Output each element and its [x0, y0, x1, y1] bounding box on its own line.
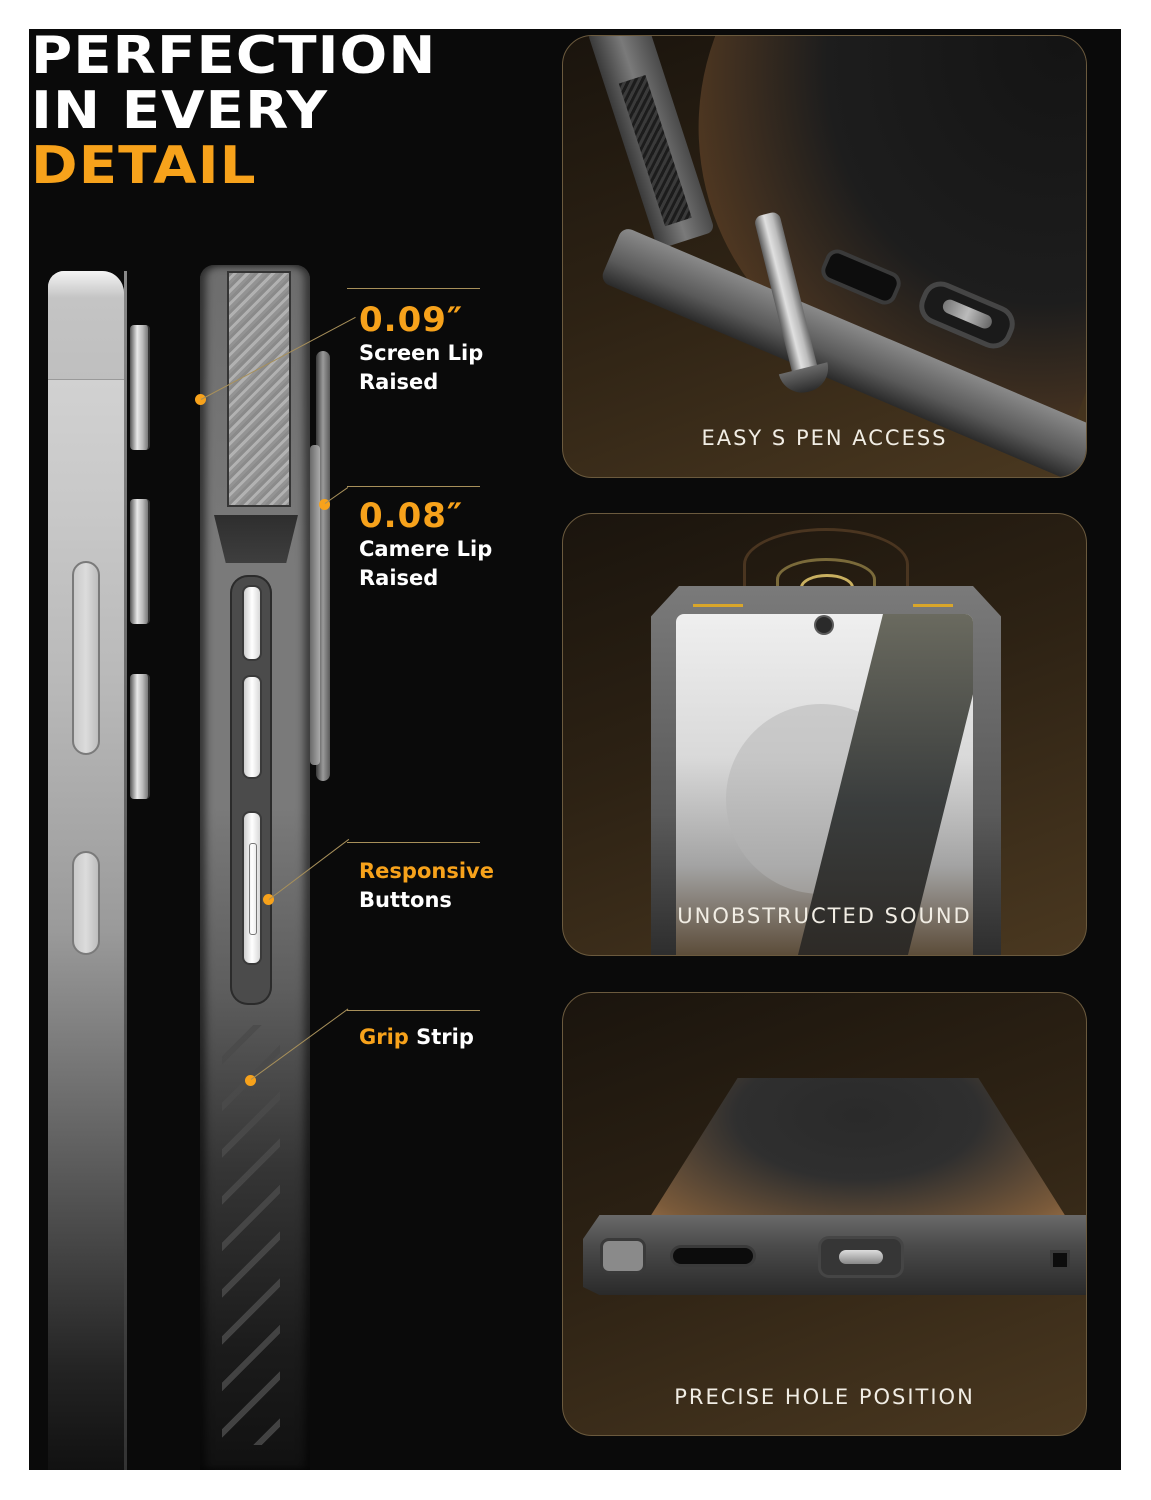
speaker-grille-port [673, 1248, 753, 1264]
sound-wave-outer [743, 528, 909, 601]
carbon-fiber-panel [227, 271, 291, 507]
camera-lip-label-2: Raised [359, 566, 439, 590]
hline-buttons [347, 842, 480, 843]
bare-phone-side-view [48, 271, 127, 1470]
panel-caption-holes: PRECISE HOLE POSITION [674, 1385, 975, 1409]
camera-bump [310, 445, 320, 765]
camera-lip-value: 0.08″ [359, 496, 464, 536]
case-band [214, 515, 298, 563]
grip-strip-texture [222, 1025, 280, 1445]
camera-lens-3 [130, 674, 150, 799]
sound-wave-middle [776, 558, 876, 601]
callout-camera-lip: 0.08″ Camere Lip Raised [359, 497, 492, 593]
cased-phone-side-view [200, 265, 340, 1470]
callout-screen-lip: 0.09″ Screen Lip Raised [359, 301, 483, 397]
camera-lens-2 [130, 499, 150, 624]
phone-display [676, 614, 973, 955]
buttons-highlight: Responsive [359, 859, 494, 883]
case-corner [586, 36, 716, 250]
headline-line-1: PERFECTION [31, 29, 437, 86]
callout-buttons: Responsive Buttons [359, 857, 494, 915]
hline-screen-lip [347, 288, 480, 289]
callout-dot-screen-lip [195, 394, 206, 405]
volume-up-key [244, 587, 260, 659]
callout-grip: Grip Strip [359, 1023, 474, 1052]
hline-grip [347, 1010, 480, 1011]
phone-edge [124, 271, 127, 1470]
panel-caption-s-pen: EASY S PEN ACCESS [701, 426, 948, 450]
phone-side-button [72, 561, 100, 755]
screen-lip-value: 0.09″ [359, 300, 464, 340]
mic-hole-1 [1053, 1253, 1067, 1267]
phone-side-button-lower [72, 851, 100, 955]
s-pen-tip [778, 362, 834, 398]
callout-dot-camera-lip [319, 499, 330, 510]
s-pen-port [603, 1241, 643, 1271]
product-infographic: PERFECTION IN EVERY DETAIL 0.09″ Screen … [29, 29, 1121, 1470]
headline-line-2: IN EVERY [31, 81, 329, 141]
screen-lip-label-2: Raised [359, 370, 439, 394]
hline-camera-lip [347, 486, 480, 487]
headline-line-3: DETAIL [31, 136, 257, 196]
camera-lens-1 [130, 325, 150, 450]
camera-lip-label-1: Camere Lip [359, 537, 493, 561]
feature-panel-sound: UNOBSTRUCTED SOUND [562, 513, 1087, 956]
screen-lip-label-1: Screen Lip [359, 341, 484, 365]
volume-down-key [244, 677, 260, 777]
phone-top-highlight [48, 271, 124, 380]
callout-dot-buttons [263, 894, 274, 905]
feature-panel-holes: PRECISE HOLE POSITION [562, 992, 1087, 1436]
power-key [244, 813, 260, 963]
grip-label: Strip [416, 1025, 474, 1049]
earpiece-glow-right [913, 604, 953, 607]
phone-screen-perspective [643, 1078, 1073, 1228]
front-camera-icon [816, 617, 832, 633]
feature-panel-s-pen: EASY S PEN ACCESS [562, 35, 1087, 478]
grip-highlight: Grip [359, 1025, 409, 1049]
panel-caption-sound: UNOBSTRUCTED SOUND [677, 904, 972, 928]
earpiece-glow-left [693, 604, 743, 607]
callout-dot-grip [245, 1075, 256, 1086]
buttons-label: Buttons [359, 888, 452, 912]
headline: PERFECTION IN EVERY DETAIL [31, 29, 436, 194]
usb-c-port [821, 1239, 901, 1275]
